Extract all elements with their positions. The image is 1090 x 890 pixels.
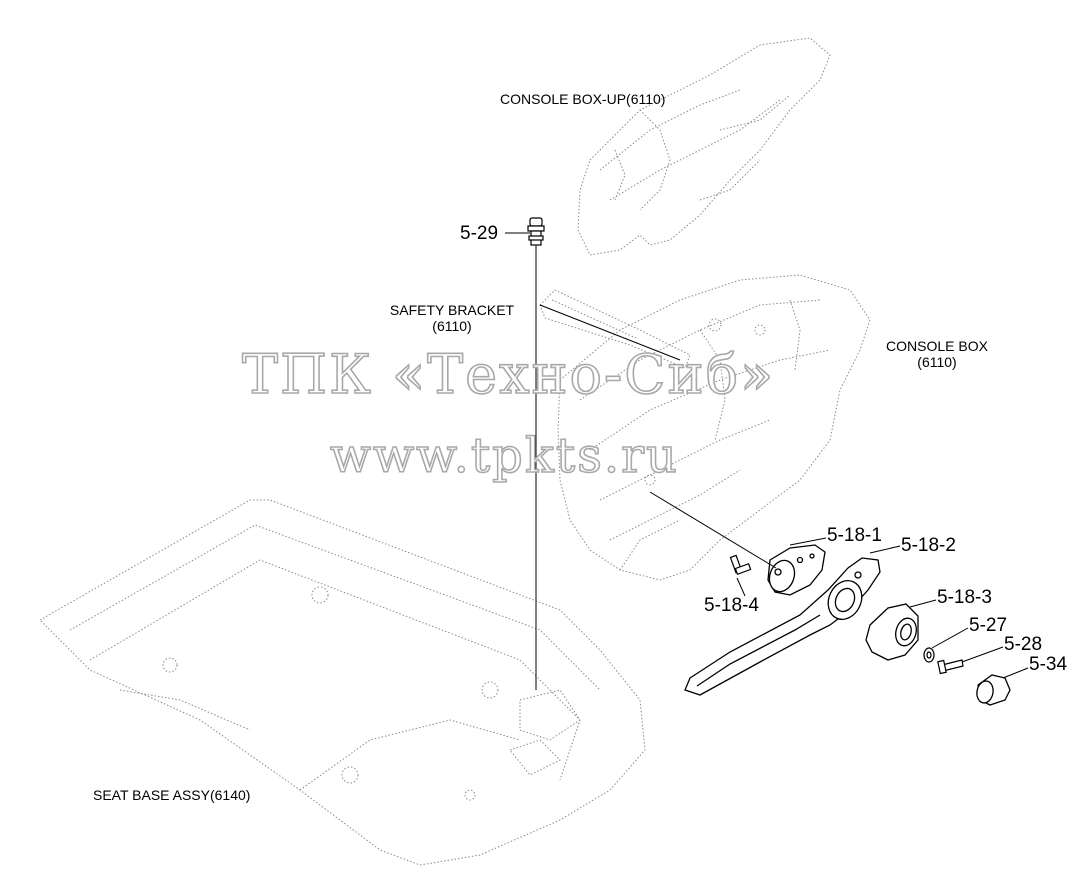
watermark-website: www.tpkts.ru	[329, 428, 679, 484]
label-safety-bracket-line1: SAFETY BRACKET	[389, 302, 515, 318]
console-box-up-ghost	[577, 37, 831, 256]
callout-5-28: 5-28	[1004, 634, 1043, 655]
callout-5-18-2: 5-18-2	[901, 535, 956, 556]
label-console-box-up: CONSOLE BOX-UP(6110)	[500, 91, 666, 107]
safety-bracket-ghost	[539, 289, 691, 369]
part-5-34-cap	[976, 674, 1011, 706]
callout-5-18-1: 5-18-1	[827, 525, 882, 546]
callout-5-29: 5-29	[460, 223, 499, 244]
part-5-18-4-screw	[729, 554, 752, 575]
callout-5-27: 5-27	[969, 615, 1008, 636]
leader-lines	[505, 232, 1029, 679]
label-console-box-line1: CONSOLE BOX	[886, 338, 988, 354]
part-5-29-bolt	[527, 217, 545, 246]
label-console-box-line2: (6110)	[917, 354, 957, 370]
label-safety-bracket: SAFETY BRACKET (6110)	[378, 303, 526, 333]
part-5-27-washer	[923, 647, 935, 663]
watermark-company-name: ТПК «Техно-Сиб»	[241, 343, 776, 406]
part-5-18-3-knob	[865, 603, 919, 661]
callout-5-18-4: 5-18-4	[704, 595, 759, 616]
label-seat-base-assy: SEAT BASE ASSY(6140)	[93, 787, 251, 803]
label-safety-bracket-line2: (6110)	[432, 318, 472, 334]
part-5-18-1-housing	[767, 544, 826, 596]
part-5-28-bolt	[937, 659, 964, 675]
label-console-box: CONSOLE BOX (6110)	[874, 339, 1000, 369]
seat-base-ghost	[39, 499, 646, 866]
console-box-ghost	[557, 274, 871, 581]
callout-5-34: 5-34	[1029, 654, 1068, 675]
callout-5-18-3: 5-18-3	[937, 587, 992, 608]
part-5-18-2-lever	[684, 557, 881, 696]
